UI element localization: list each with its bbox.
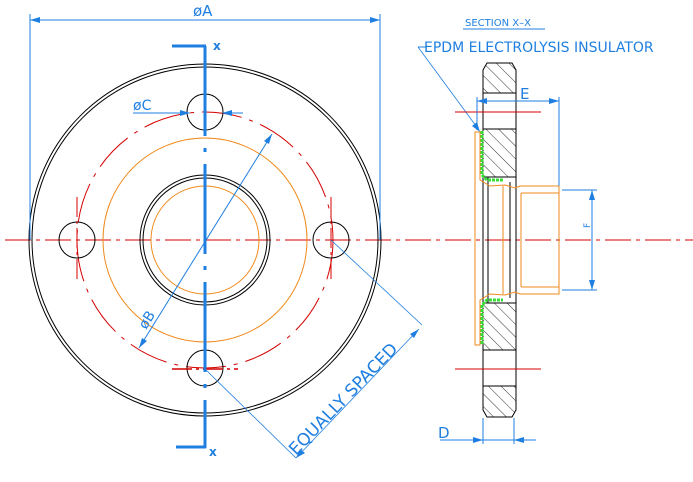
section-title: SECTION X–X	[465, 18, 531, 29]
equally-spaced-dim-line	[295, 328, 420, 459]
insulator-gasket-top	[480, 131, 503, 182]
dim-f-label: F	[583, 223, 593, 228]
insulator-gasket-bottom	[480, 298, 503, 344]
dim-e-label: E	[520, 85, 529, 103]
insulator-callout: EPDM ELECTROLYSIS INSULATOR	[424, 40, 654, 56]
front-view: x x øA øC øB EQUALLY SPACED	[5, 2, 693, 459]
dim-a-label: øA	[193, 2, 213, 20]
bolt-hole-section-bottom	[482, 349, 517, 387]
section-marker-top: x	[213, 39, 221, 53]
dim-b-label: øB	[136, 308, 159, 332]
section-view: SECTION X–X EPDM ELECTROLYSIS INSULATOR	[417, 18, 654, 444]
section-marker-bottom: x	[209, 445, 217, 459]
dim-d-label: D	[438, 424, 450, 442]
bolt-hole-section-top	[482, 92, 517, 130]
callout-leader	[417, 46, 480, 131]
equally-spaced-note: EQUALLY SPACED	[285, 339, 402, 459]
dim-c-label: øC	[133, 98, 152, 114]
dim-b-line	[138, 133, 273, 349]
insulator-body	[474, 131, 560, 346]
